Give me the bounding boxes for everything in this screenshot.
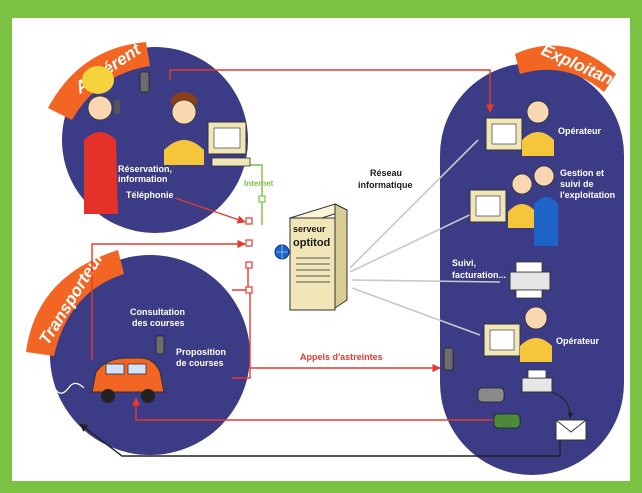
suivi-label-line2: facturation... xyxy=(452,270,506,280)
network-links xyxy=(349,139,501,336)
link-exploitant-car xyxy=(131,397,500,421)
operator-computer-icon xyxy=(483,306,552,362)
bottom-border xyxy=(0,481,642,493)
server-label-line1: serveur xyxy=(293,224,326,234)
red-links xyxy=(91,69,500,421)
right-border xyxy=(630,0,642,493)
consultation-label-line1: Consultation xyxy=(130,307,185,317)
printer-icon xyxy=(509,261,551,299)
suivi-label-line1: Suivi, xyxy=(452,258,476,268)
fax-icon xyxy=(521,369,553,393)
left-border xyxy=(0,0,12,493)
reservation-label-line2: information xyxy=(118,174,168,184)
operator-computer-icon xyxy=(469,165,558,246)
man-computer-icon xyxy=(164,92,251,167)
network-link xyxy=(349,139,479,269)
phone-icon xyxy=(477,387,505,403)
junction-box xyxy=(245,261,253,269)
envelope-icon xyxy=(555,419,587,441)
mobile-phone-icon xyxy=(443,347,454,371)
junction-box xyxy=(245,286,253,294)
junction-boxes xyxy=(245,217,253,294)
junction-box xyxy=(245,239,253,247)
reseau-label-line1: Réseau xyxy=(370,168,402,178)
reservation-label-line1: Réservation, xyxy=(118,164,172,174)
gestion-label-line1: Gestion et xyxy=(560,168,604,178)
reseau-label-line2: informatique xyxy=(358,180,413,190)
link-telephonie-server xyxy=(174,197,246,224)
consultation-label-line2: des courses xyxy=(132,318,185,328)
internet-label: Internet xyxy=(244,179,274,188)
signature-scribble xyxy=(39,382,85,394)
globe-icon xyxy=(274,244,290,260)
operateur-top-label: Opérateur xyxy=(558,126,602,136)
proposition-label-line2: de courses xyxy=(176,358,224,368)
fax-to-envelope-link xyxy=(551,391,574,419)
woman-phone-icon xyxy=(82,66,120,214)
server-label-line2: optitod xyxy=(293,237,330,249)
transporteur-circle xyxy=(50,255,250,455)
junction-box xyxy=(245,217,253,225)
proposition-label-line1: Proposition xyxy=(176,347,226,357)
top-border xyxy=(0,0,642,18)
gestion-label-line2: suivi de xyxy=(560,179,594,189)
server-icon xyxy=(288,203,349,311)
mobile-phone-icon xyxy=(139,71,150,93)
link-return xyxy=(79,423,561,457)
internet-box xyxy=(258,195,266,203)
network-link xyxy=(349,209,481,273)
car-phone-icon xyxy=(155,335,165,355)
operator-computer-icon xyxy=(485,100,554,156)
link-adherent-exploitant xyxy=(169,69,495,113)
appels-label: Appels d'astreintes xyxy=(300,352,383,362)
telephonie-label: Téléphonie xyxy=(126,190,174,200)
exploitant-banner xyxy=(515,45,616,92)
operateur-bottom-label: Opérateur xyxy=(556,336,600,346)
phone-icon xyxy=(493,413,521,429)
link-proposition-server xyxy=(232,292,251,379)
taxi-car-icon xyxy=(91,357,165,403)
transporteur-banner xyxy=(26,250,124,356)
network-link xyxy=(351,279,501,283)
gestion-label-line3: l'exploitation xyxy=(560,190,615,200)
link-transporteur-server xyxy=(91,239,246,360)
network-link xyxy=(351,287,481,336)
